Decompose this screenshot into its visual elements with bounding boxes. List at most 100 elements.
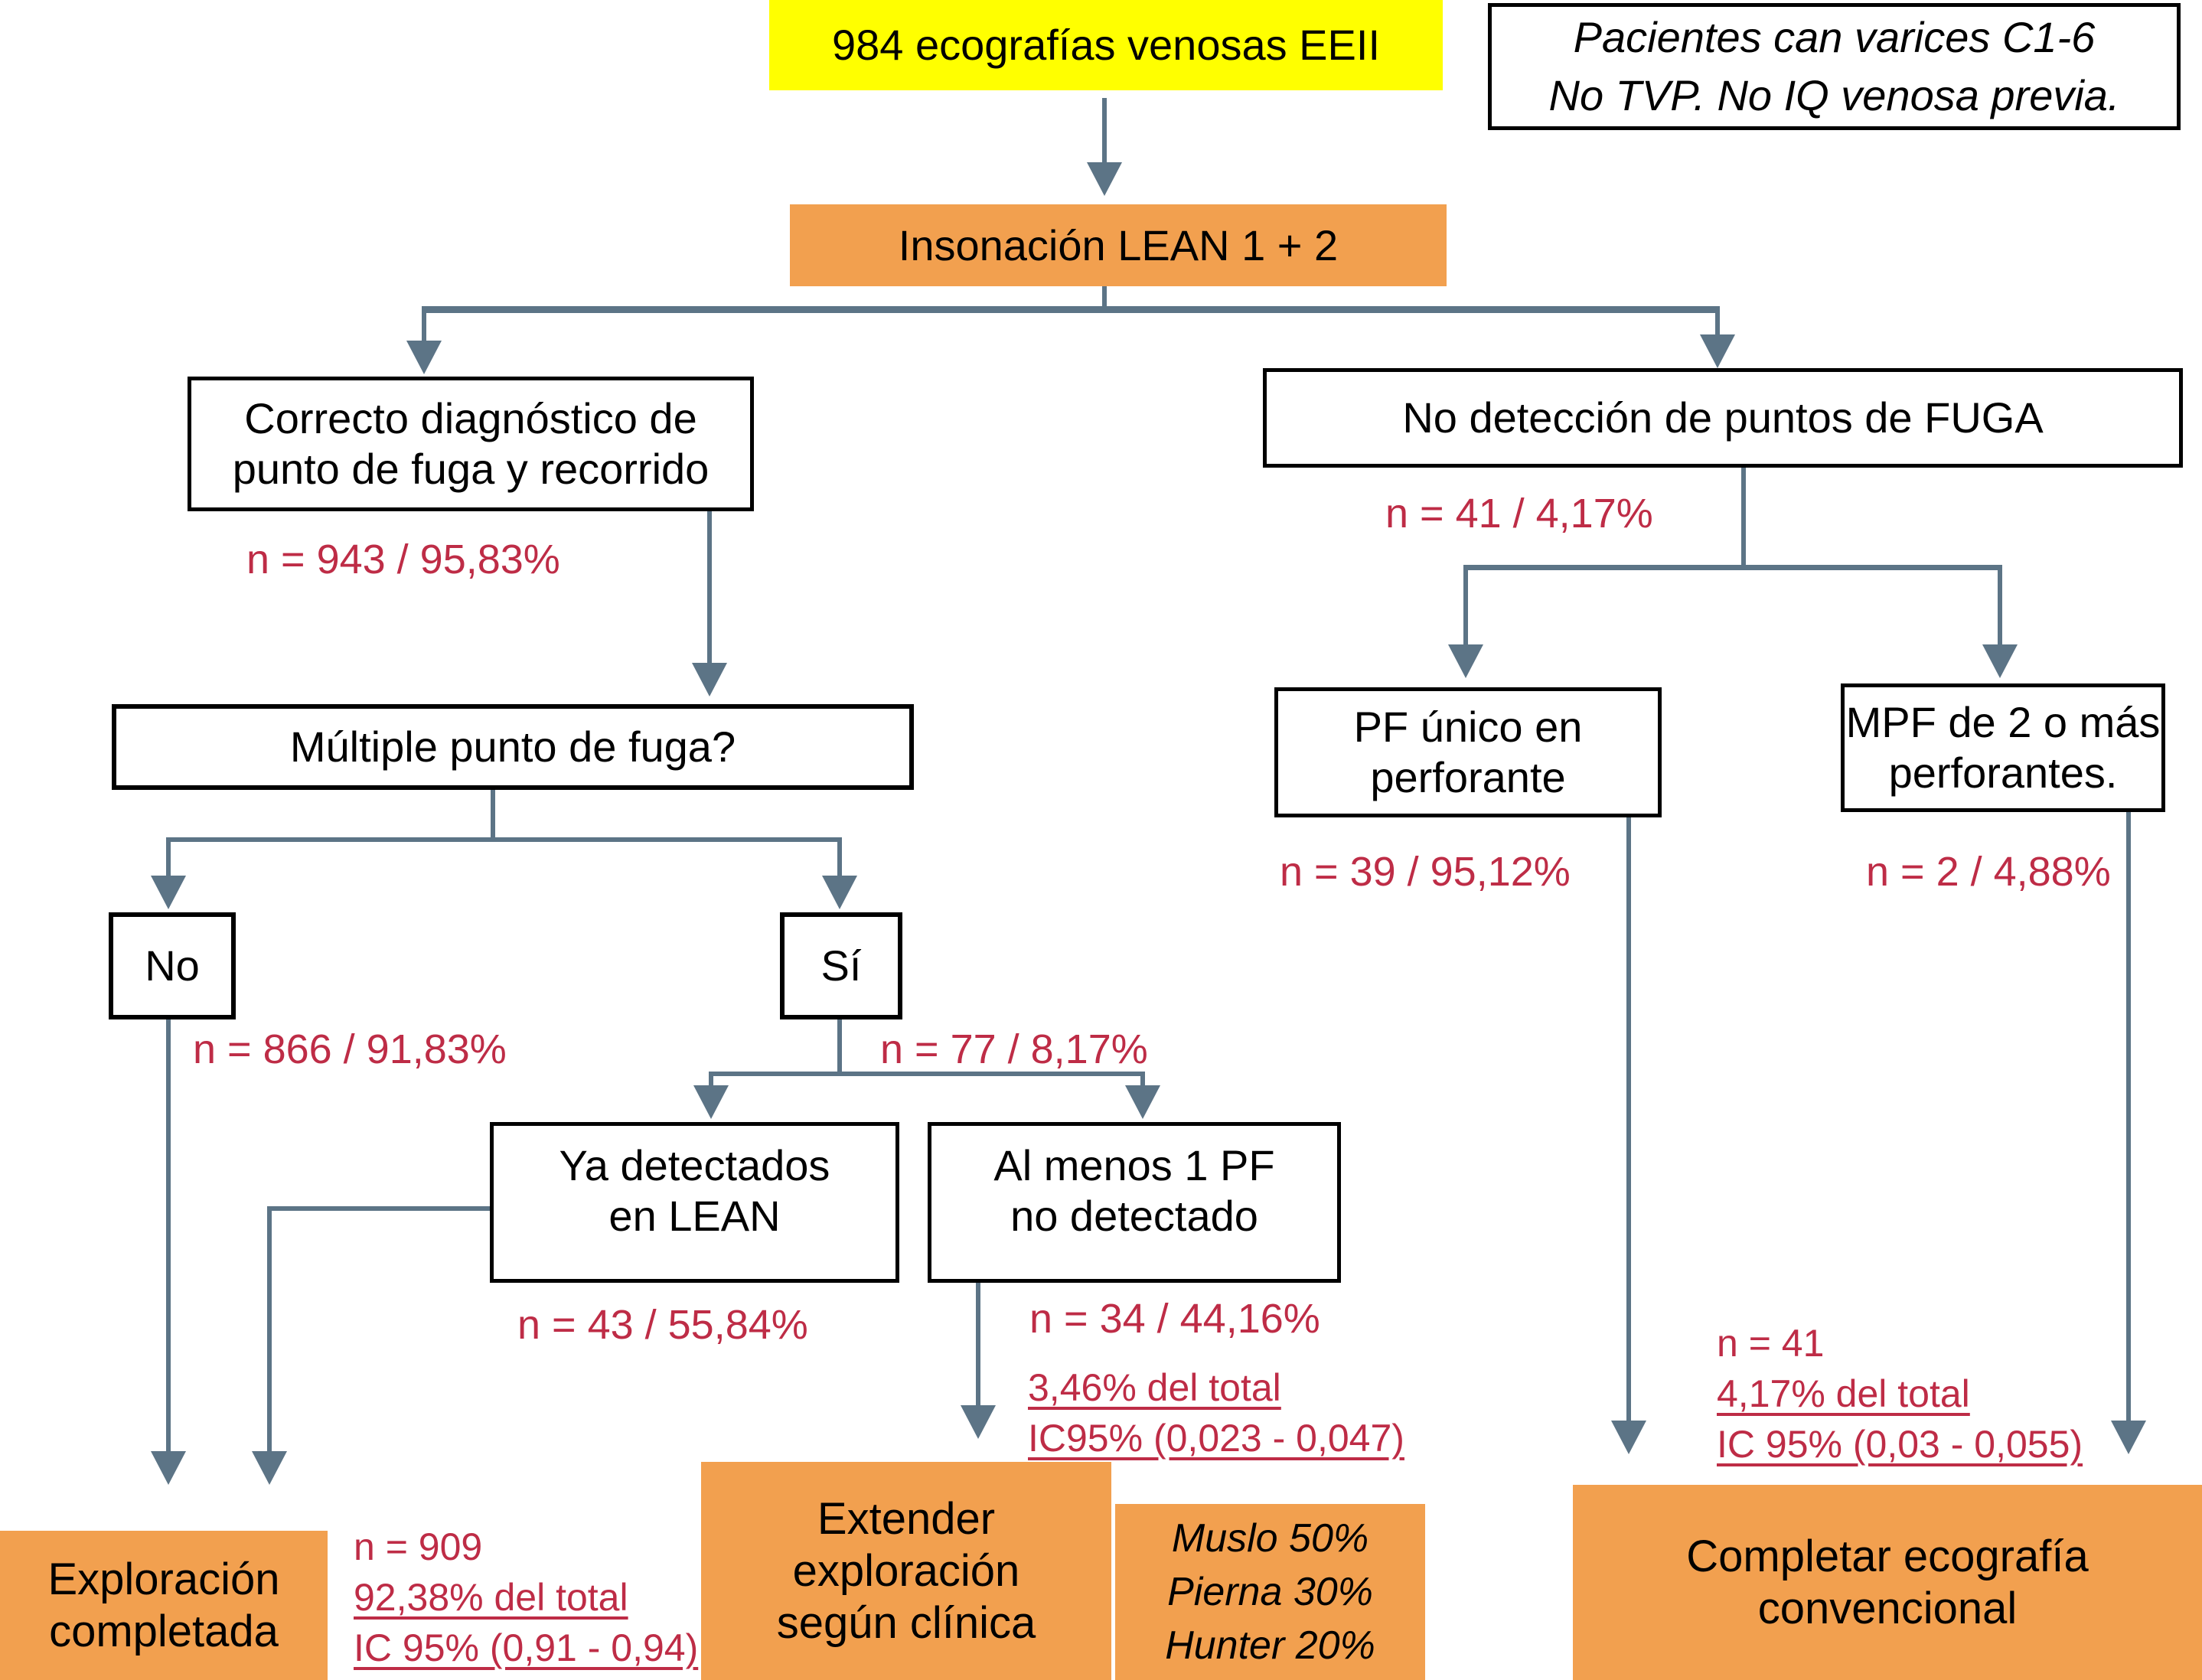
node-inclusion-note: Pacientes can varices C1-6 No TVP. No IQ…: [1488, 3, 2181, 130]
node-pfunico-line: PF único en: [1353, 703, 1583, 751]
arrowhead-si: [822, 876, 857, 909]
arrowhead-ya-exploracion: [252, 1451, 287, 1485]
connector-mpf-completar: [2126, 812, 2131, 1421]
connector-multiple-branch: [166, 837, 842, 842]
stat-al-menos: n = 34 / 44,16%: [1029, 1296, 1320, 1342]
node-exploracion-line: completada: [49, 1606, 279, 1656]
stat-almenos-pct: 3,46% del total: [1028, 1366, 1281, 1409]
node-pf-unico: PF único en perforante: [1274, 687, 1662, 817]
connector-ya-elbow-v: [267, 1206, 272, 1451]
connector-ya-drop: [709, 1075, 713, 1087]
note-line: No TVP. No IQ venosa previa.: [1548, 71, 2120, 119]
stat-pf-unico: n = 39 / 95,12%: [1280, 849, 1571, 895]
connector-lean-stub: [1102, 286, 1107, 309]
node-distribucion-pf: Muslo 50% Pierna 30% Hunter 20%: [1115, 1504, 1425, 1680]
node-exploracion-completada: Exploración completada: [0, 1531, 328, 1680]
arrowhead-no: [151, 876, 186, 909]
arrowhead-root-lean: [1087, 162, 1122, 196]
arrowhead-mpf-completar: [2111, 1421, 2146, 1454]
arrowhead-no-exploracion: [151, 1451, 186, 1485]
connector-pfunico-completar: [1626, 817, 1631, 1421]
node-ya-line: Ya detectados: [559, 1141, 830, 1189]
connector-branch-left: [422, 311, 426, 343]
node-no-label: No: [145, 941, 200, 990]
connector-no-drop: [166, 840, 171, 877]
connector-si-stub: [837, 1019, 842, 1076]
node-nodeteccion-label: No detección de puntos de FUGA: [1402, 393, 2044, 442]
node-almenos-line: Al menos 1 PF: [993, 1141, 1275, 1189]
note-line: Pacientes can varices C1-6: [1573, 13, 2096, 61]
node-extender-exploracion: Extender exploración según clínica: [701, 1462, 1111, 1680]
stat-exploracion-n: n = 909: [354, 1525, 483, 1568]
node-correcto-line: Correcto diagnóstico de: [244, 394, 697, 442]
stat-block-al-menos: 3,46% del total IC95% (0,023 - 0,047): [1028, 1362, 1404, 1463]
connector-root-lean: [1102, 98, 1107, 164]
arrowhead-al-menos: [1125, 1085, 1160, 1119]
node-completar-ecografia: Completar ecografía convencional: [1573, 1485, 2202, 1680]
connector-correcto-multiple: [707, 511, 712, 663]
stat-completar-ci: IC 95% (0,03 - 0,055): [1717, 1423, 2083, 1466]
stat-si: n = 77 / 8,17%: [880, 1026, 1148, 1072]
stat-block-exploracion: n = 909 92,38% del total IC 95% (0,91 - …: [354, 1522, 698, 1673]
node-almenos-line: no detectado: [1010, 1192, 1258, 1240]
stat-mpf: n = 2 / 4,88%: [1866, 849, 2111, 895]
connector-mpf-drop: [1998, 569, 2002, 644]
node-correcto-line: punto de fuga y recorrido: [232, 445, 710, 493]
node-distribucion-line: Pierna 30%: [1167, 1570, 1373, 1614]
arrowhead-branch-left: [406, 341, 442, 374]
arrowhead-ya-detectados: [693, 1085, 729, 1119]
stat-exploracion-ci: IC 95% (0,91 - 0,94): [354, 1626, 699, 1669]
connector-ya-elbow-h: [269, 1206, 490, 1211]
node-mpf: MPF de 2 o más perforantes.: [1841, 683, 2165, 812]
stat-almenos-ci: IC95% (0,023 - 0,047): [1028, 1417, 1404, 1460]
node-ya-line: en LEAN: [608, 1192, 781, 1240]
node-distribucion-line: Muslo 50%: [1171, 1516, 1369, 1561]
node-al-menos-pf: Al menos 1 PF no detectado: [928, 1122, 1341, 1283]
connector-branch-right: [1715, 311, 1720, 337]
arrowhead-pf-unico: [1448, 644, 1483, 678]
node-distribucion-line: Hunter 20%: [1165, 1623, 1375, 1668]
node-completar-line: Completar ecografía: [1686, 1531, 2089, 1581]
connector-no-exploracion: [166, 1019, 171, 1451]
node-exploracion-line: Exploración: [47, 1554, 280, 1604]
node-root-label: 984 ecografías venosas EEII: [832, 21, 1380, 69]
stat-completar-n: n = 41: [1717, 1322, 1825, 1365]
connector-nodeteccion-branch: [1463, 565, 2002, 570]
node-si-label: Sí: [820, 941, 862, 990]
connector-multiple-stub: [491, 790, 495, 839]
connector-almenos-extender: [976, 1283, 980, 1405]
arrowhead-almenos-extender: [961, 1405, 996, 1439]
stat-no-deteccion: n = 41 / 4,17%: [1385, 491, 1653, 537]
stat-exploracion-pct: 92,38% del total: [354, 1576, 628, 1619]
stat-no: n = 866 / 91,83%: [193, 1026, 507, 1072]
node-multiple-label: Múltiple punto de fuga?: [289, 723, 736, 771]
node-mpf-line: MPF de 2 o más: [1845, 698, 2161, 746]
connector-almenos-drop: [1140, 1075, 1145, 1087]
arrowhead-correcto-multiple: [692, 663, 727, 696]
node-extender-line: según clínica: [776, 1597, 1036, 1648]
connector-lean-branch: [422, 306, 1720, 313]
node-no: No: [109, 912, 236, 1019]
connector-si-branch: [709, 1072, 1145, 1076]
arrowhead-pfunico-completar: [1611, 1421, 1646, 1454]
node-insonacion-lean: Insonación LEAN 1 + 2: [790, 204, 1447, 286]
node-lean-label: Insonación LEAN 1 + 2: [898, 220, 1339, 269]
stat-correcto: n = 943 / 95,83%: [246, 537, 560, 582]
node-pfunico-line: perforante: [1370, 753, 1566, 801]
node-no-deteccion: No detección de puntos de FUGA: [1263, 368, 2183, 468]
node-extender-line: exploración: [792, 1545, 1020, 1596]
connector-nodeteccion-stub: [1741, 468, 1746, 568]
node-ya-detectados: Ya detectados en LEAN: [490, 1122, 899, 1283]
node-mpf-line: perforantes.: [1888, 749, 2118, 797]
connector-si-drop: [837, 840, 842, 877]
node-extender-line: Extender: [817, 1493, 996, 1544]
arrowhead-branch-right: [1700, 334, 1735, 368]
node-completar-line: convencional: [1757, 1583, 2018, 1633]
node-multiple-punto-fuga: Múltiple punto de fuga?: [112, 704, 914, 790]
stat-completar-pct: 4,17% del total: [1717, 1372, 1970, 1415]
node-correcto-diagnostico: Correcto diagnóstico de punto de fuga y …: [188, 377, 754, 511]
node-si: Sí: [780, 912, 902, 1019]
arrowhead-mpf: [1982, 644, 2018, 678]
stat-ya-detectados: n = 43 / 55,84%: [517, 1302, 808, 1348]
